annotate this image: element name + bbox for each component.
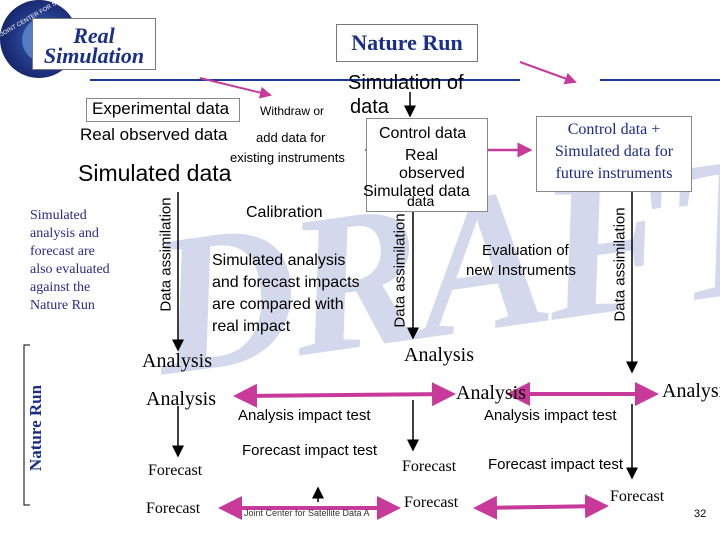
simulation-of-label: Simulation of	[348, 72, 464, 94]
footer-center-text: Joint Center for Satellite Data A	[244, 508, 370, 518]
forecast-label-5: Forecast	[610, 488, 665, 505]
existing-instruments-label: existing instruments	[230, 150, 345, 165]
control-data-box: Control data Real observed Simulated dat…	[363, 118, 488, 212]
note-line-3: forecast are	[30, 244, 95, 259]
forecast-label-1: Forecast	[148, 462, 203, 479]
calibration-label: Calibration	[246, 204, 323, 221]
note-line-5: against the	[30, 280, 91, 295]
impact-line-2: and forecast impacts	[212, 274, 360, 291]
evaluation-line-1: Evaluation of	[482, 242, 569, 259]
analysis-label-5: Analysis	[662, 380, 720, 402]
analysis-impact-test-1: Analysis impact test	[238, 407, 371, 424]
forecast-label-4: Forecast	[404, 494, 459, 511]
analysis-label-1: Analysis	[142, 350, 212, 372]
forecast-label-3: Forecast	[402, 458, 457, 475]
title-simulation: Simulation	[43, 43, 145, 68]
note-line-4: also evaluated	[30, 262, 110, 277]
nature-run-title-box: Nature Run	[336, 24, 478, 62]
experimental-data-label: Experimental data	[92, 99, 230, 118]
nature-run-side-label: Nature Run	[26, 384, 45, 472]
forecast-impact-test-2: Forecast impact test	[488, 456, 624, 473]
real-simulation-title-box: Real Simulation	[32, 18, 156, 70]
forecast-label-2: Forecast	[146, 500, 201, 517]
control-plus-line3: future instruments	[555, 165, 673, 182]
add-data-for-label: add data for	[256, 130, 326, 145]
analysis-label-3: Analysis	[404, 344, 474, 366]
control-data-label: Control data	[379, 125, 467, 142]
title-nature-run: Nature Run	[351, 30, 463, 55]
data-overlap-label: data	[407, 193, 435, 209]
analysis-impact-test-2: Analysis impact test	[484, 407, 617, 424]
forecast-impact-test-1: Forecast impact test	[242, 442, 378, 459]
data-label: data	[350, 96, 389, 118]
control-plus-line1: Control data +	[567, 121, 661, 138]
note-line-2: analysis and	[30, 226, 99, 241]
experimental-data-box	[86, 98, 240, 122]
real-label: Real	[405, 147, 438, 164]
simulated-data-label-2: Simulated data	[363, 183, 470, 200]
analysis-label-4: Analysis	[456, 382, 526, 404]
note-line-6: Nature Run	[30, 298, 95, 313]
data-assimilation-label-1: Data assimilation	[157, 197, 175, 312]
simulated-data-label: Simulated data	[78, 160, 232, 186]
impact-line-4: real impact	[212, 318, 291, 335]
note-line-1: Simulated	[30, 208, 87, 223]
observed-label: observed	[399, 165, 465, 182]
page-number: 32	[694, 508, 707, 520]
analysis-label-2: Analysis	[146, 388, 216, 410]
real-observed-data-label: Real observed data	[80, 125, 228, 144]
impact-line-1: Simulated analysis	[212, 252, 346, 269]
impact-line-3: are compared with	[212, 296, 344, 313]
data-assimilation-label-2: Data assimilation	[391, 213, 409, 328]
control-plus-simulated-box: Control data + Simulated data for future…	[536, 116, 692, 192]
data-assimilation-label-3: Data assimilation	[611, 207, 629, 322]
control-plus-line2: Simulated data for	[554, 143, 674, 160]
withdraw-or-label: Withdraw or	[260, 104, 325, 118]
evaluation-line-2: new Instruments	[466, 262, 577, 279]
title-real: Real	[73, 23, 115, 48]
